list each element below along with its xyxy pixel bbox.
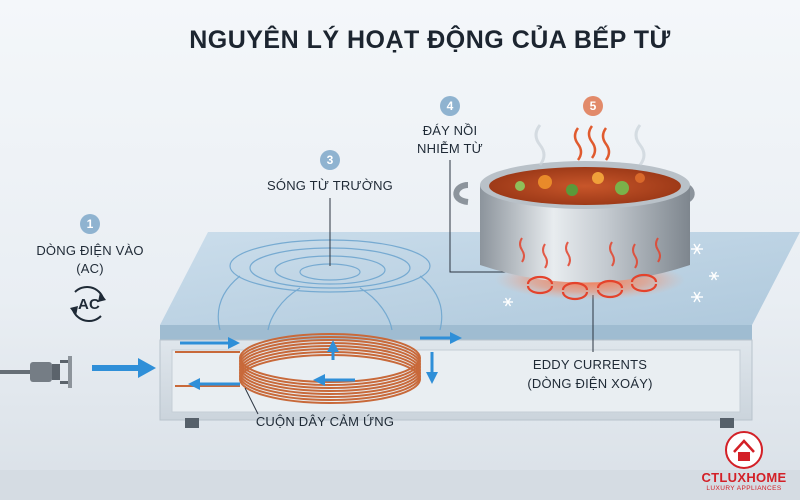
heat-waves	[519, 237, 661, 269]
counter-edge	[0, 470, 800, 500]
snowflake-icon	[503, 243, 719, 307]
brand-tagline: LUXURY APPLIANCES	[706, 485, 782, 492]
ac-icon-text: AC	[77, 296, 101, 313]
cooking-pot	[453, 161, 695, 283]
callout-lines	[244, 160, 594, 415]
eddy-currents-sublabel: (DÒNG ĐIỆN XOÁY)	[527, 376, 653, 391]
step-1-label-line1: DÒNG ĐIỆN VÀO	[36, 243, 144, 258]
step-1-label-line2: (AC)	[76, 261, 104, 276]
brand-logo: CTLUXHOME LUXURY APPLIANCES	[694, 470, 794, 492]
step-4-badge: 4	[440, 96, 460, 116]
step-3-badge: 3	[320, 150, 340, 170]
eddy-currents-label: EDDY CURRENTS	[532, 357, 648, 372]
house-logo-icon	[725, 431, 763, 469]
step-4-label-line2: NHIỄM TỪ	[417, 141, 483, 156]
step-5-badge: 5	[583, 96, 603, 116]
current-arrows	[92, 332, 462, 390]
cooktop-foot	[185, 418, 199, 428]
steam-icon	[573, 125, 611, 161]
step-4-label-line1: ĐÁY NỒI	[422, 123, 478, 138]
power-plug-icon	[0, 356, 72, 388]
cooktop-foot	[720, 418, 734, 428]
steam-icon	[534, 124, 646, 166]
page-title: NGUYÊN LÝ HOẠT ĐỘNG CỦA BẾP TỪ	[189, 26, 671, 54]
cooktop-glass-edge	[160, 325, 752, 340]
brand-name: CTLUXHOME	[701, 470, 787, 485]
ac-cycle-icon	[70, 285, 106, 323]
eddy-current-swirls	[526, 273, 658, 301]
induction-coil-label: CUỘN DÂY CẢM ỨNG	[255, 414, 395, 429]
step-1-badge: 1	[80, 214, 100, 234]
step-3-label: SÓNG TỪ TRƯỜNG	[267, 178, 393, 193]
